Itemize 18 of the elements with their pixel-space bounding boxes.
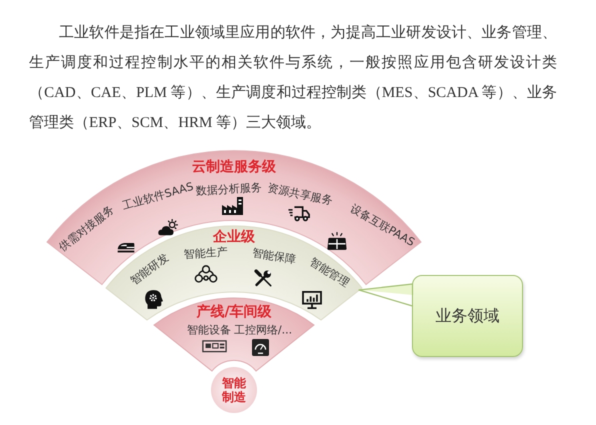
callout-bubble: 业务领域 (412, 275, 523, 357)
label: 智能管理 (307, 256, 351, 290)
label: 智能保障 (251, 247, 297, 267)
label: 资源共享服务 (266, 182, 334, 208)
heading: 企业级 (213, 228, 255, 246)
circle: 智能制造 (211, 367, 257, 413)
label: 智能设备 (187, 324, 231, 338)
label: 智能研发 (128, 252, 172, 288)
label: 供需对接服务 (57, 204, 117, 254)
arc-band (154, 297, 314, 371)
heading: 云制造服务级 (192, 158, 276, 176)
label: 工业软件SAAS (120, 180, 196, 214)
callout-tail (358, 283, 414, 307)
paragraph: 工业软件是指在工业领域里应用的软件，为提高工业研发设计、业务管理、生产调度和过程控制水平的相关软件与系统，一般按照应用包含研发设计类（CAD、CAE、PLM 等）、生产调度和过程控制类（MES、SCADA 等）、业务管理类（ERP、SCM、HRM 等）三大领域。 (29, 23, 557, 133)
label: 智能生产 (184, 246, 228, 262)
heading: 产线/车间级 (196, 304, 272, 320)
label: 数据分析服务 (196, 182, 262, 198)
label: 工控网络/... (234, 324, 292, 338)
